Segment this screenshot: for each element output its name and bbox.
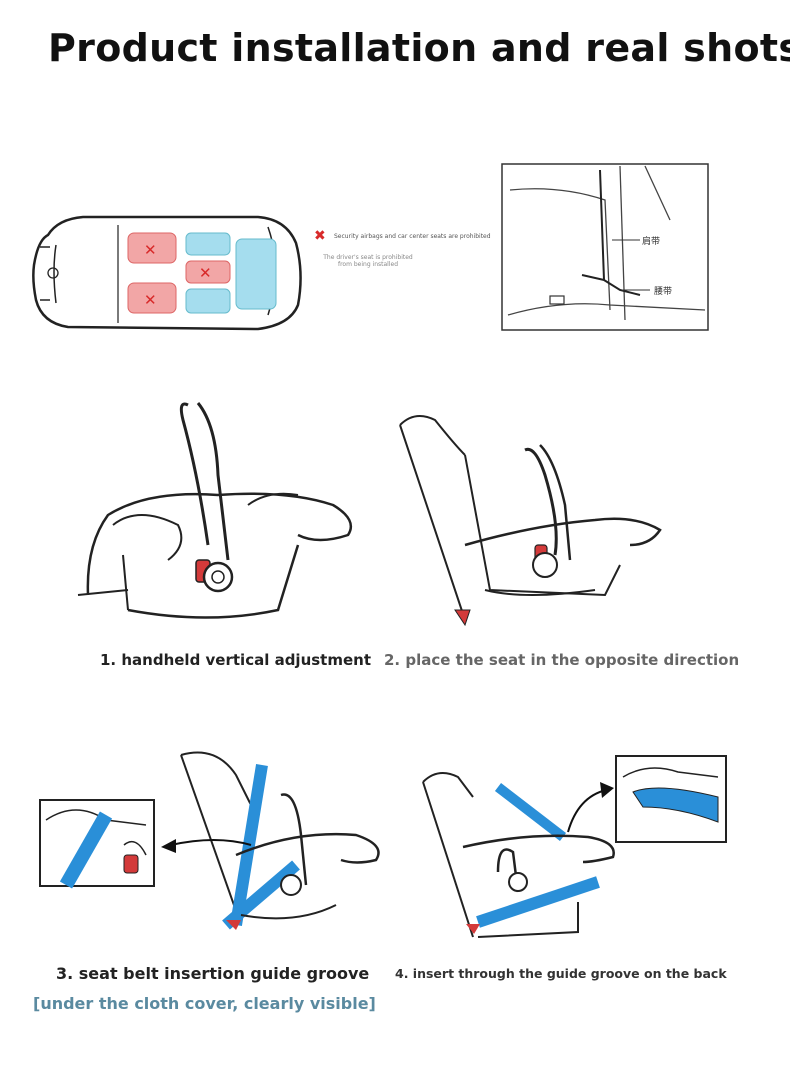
step2-illustration bbox=[399, 415, 662, 627]
shoulder-belt-label: 肩带 bbox=[642, 237, 661, 247]
lap-belt-label: 腰带 bbox=[654, 287, 673, 297]
step4-caption: 4. insert through the guide groove on th… bbox=[395, 966, 727, 981]
seatbelt-line-diagram bbox=[501, 163, 709, 331]
step3-note: [under the cloth cover, clearly visible] bbox=[33, 994, 376, 1013]
page-title: Product installation and real shots bbox=[48, 26, 790, 70]
step3-caption: 3. seat belt insertion guide groove bbox=[56, 964, 370, 983]
step4-illustration bbox=[422, 755, 727, 938]
warning-text: Security airbags and car center seats ar… bbox=[334, 233, 491, 240]
warning-marker: ✖ bbox=[314, 228, 326, 244]
driver-note: The driver's seat is prohibited from bei… bbox=[323, 254, 413, 268]
svg-text:✕: ✕ bbox=[144, 241, 157, 259]
step2-caption: 2. place the seat in the opposite direct… bbox=[384, 651, 740, 669]
step3-illustration bbox=[39, 751, 380, 930]
car-top-view-diagram: ✕ ✕ ✕ bbox=[32, 215, 302, 331]
step1-caption: 1. handheld vertical adjustment bbox=[100, 651, 371, 669]
step1-illustration bbox=[77, 402, 353, 619]
svg-text:✕: ✕ bbox=[144, 291, 157, 309]
svg-text:✕: ✕ bbox=[199, 264, 212, 282]
